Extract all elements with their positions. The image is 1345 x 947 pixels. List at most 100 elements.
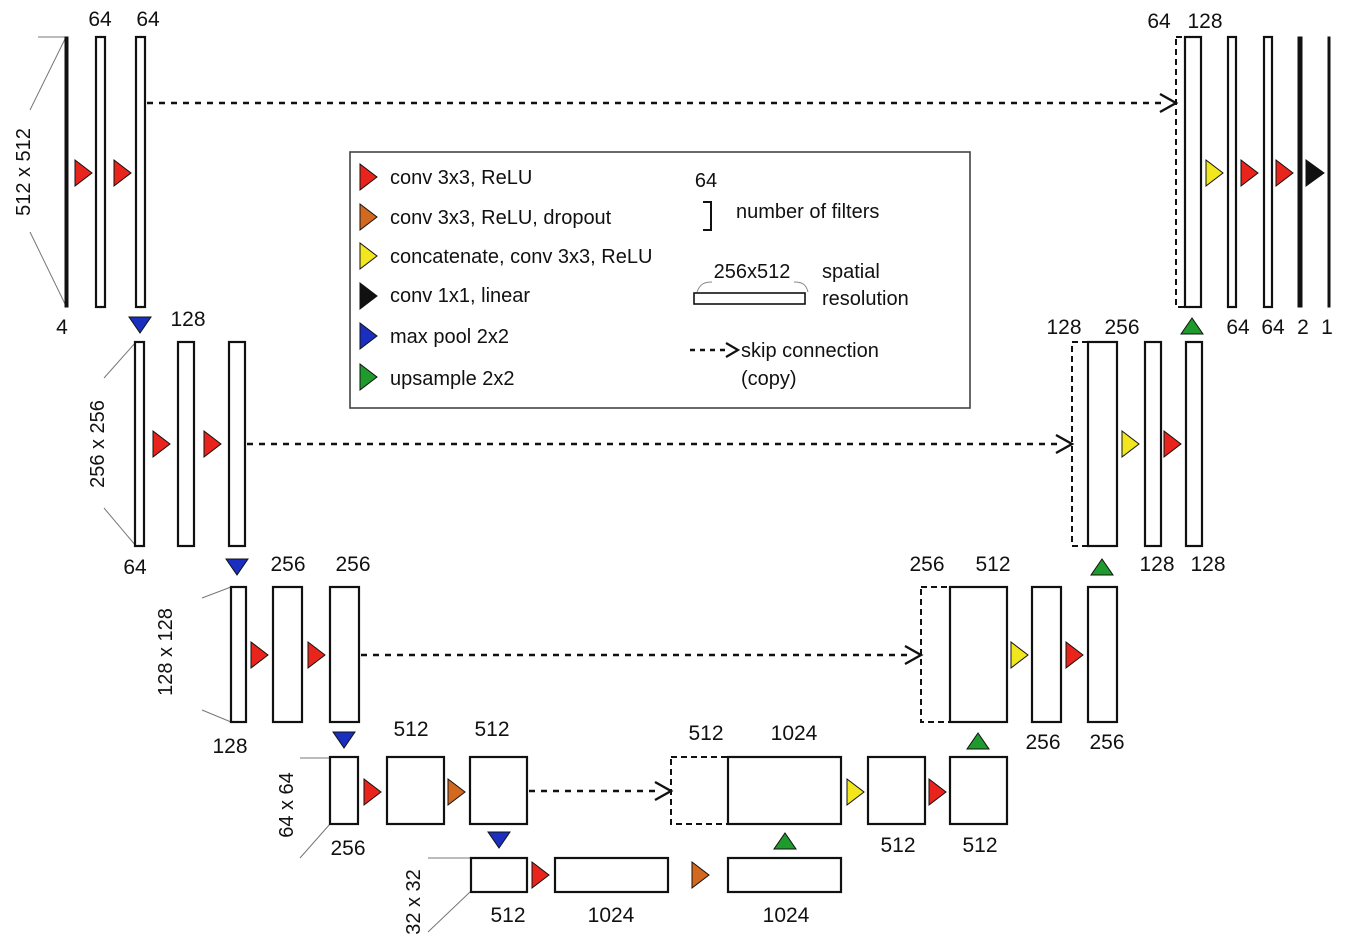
conv-relu-arrow-icon: [1065, 640, 1084, 670]
enc4-conv-b-block: [468, 755, 529, 826]
legend-resolution-label-2: resolution: [822, 288, 909, 310]
bottleneck-a-filters: 1024: [588, 904, 635, 927]
enc2-input-filters: 64: [123, 556, 147, 579]
resolution-ruler-upper: [29, 36, 67, 111]
skip-arrowhead-l4: [654, 780, 674, 802]
legend-max-pool-label: max pool 2x2: [390, 326, 509, 348]
out-a-filters: 2: [1297, 316, 1309, 339]
legend-resolution-example: 256x512: [714, 261, 791, 283]
dec1-conv-b-block: [1262, 35, 1274, 309]
conv-relu-arrow-icon: [152, 429, 171, 459]
legend-filters-bracket: [703, 201, 712, 231]
legend-conv-relu-icon: [359, 162, 378, 192]
legend-concat-conv-relu-label: concatenate, conv 3x3, ReLU: [390, 246, 652, 268]
resolution-label-l5: 32 x 32: [403, 869, 425, 935]
enc1-b-filters: 64: [136, 8, 160, 31]
max-pool-arrow-icon: [487, 831, 511, 849]
enc4-conv-a-block: [385, 755, 446, 826]
dec4-a-filters: 512: [880, 834, 915, 857]
bottleneck-conv-b-block: [726, 856, 843, 894]
legend-concat-conv-relu-icon: [359, 241, 378, 271]
resolution-ruler-upper: [103, 341, 137, 379]
bottleneck-conv-a-block: [553, 856, 670, 894]
operation-markers: [74, 158, 1325, 890]
enc2-a-filters: 128: [170, 308, 205, 331]
level-4-encoder: 64 x 64 256 512 512: [276, 718, 529, 860]
enc1-a-filters: 64: [88, 8, 112, 31]
dec2-up-filters: 256: [1104, 316, 1139, 339]
dec2-conv-b-block: [1184, 340, 1204, 548]
dec4-b-filters: 512: [962, 834, 997, 857]
input-block: [64, 36, 69, 308]
resolution-label-l2: 256 x 256: [87, 400, 109, 488]
upsample-arrow-icon: [1090, 558, 1114, 576]
concat-conv-relu-arrow-icon: [1121, 429, 1140, 459]
legend-skip-label-1: skip connection: [741, 340, 879, 362]
level-3-encoder: 128 x 128 128 256 256: [155, 553, 371, 758]
legend-frame: [349, 151, 971, 409]
resolution-ruler-upper: [201, 586, 232, 599]
dec4-up-filters: 1024: [771, 722, 818, 745]
conv-relu-arrow-icon: [113, 158, 132, 188]
out-b-block: [1327, 36, 1331, 308]
skip-arrowhead-l3: [904, 644, 924, 666]
conv-relu-arrow-icon: [1163, 429, 1182, 459]
legend-conv-1x1-icon: [359, 281, 378, 311]
enc4-input-filters: 256: [330, 837, 365, 860]
enc4-input-block: [328, 755, 360, 826]
enc3-input-filters: 128: [212, 735, 247, 758]
enc1-conv-a-block: [94, 35, 107, 309]
dec2-upsampled-block: [1086, 340, 1119, 548]
dec4-conv-b-block: [948, 755, 1009, 826]
conv-1x1-linear-arrow-icon: [1305, 159, 1325, 187]
dec3-a-filters: 256: [1025, 731, 1060, 754]
legend-filters-number: 64: [695, 170, 717, 192]
dec1-upsampled-block: [1183, 35, 1203, 309]
dec1-conv-a-block: [1226, 35, 1238, 309]
resolution-label-l1: 512 x 512: [13, 128, 35, 216]
upsample-arrow-icon: [1180, 317, 1204, 335]
conv-relu-arrow-icon: [203, 429, 222, 459]
dec2-skip-filters: 128: [1046, 316, 1081, 339]
legend-upsample-icon: [359, 362, 378, 392]
bottleneck-b-filters: 1024: [763, 904, 810, 927]
resolution-ruler-lower: [299, 823, 331, 859]
conv-relu-arrow-icon: [928, 777, 947, 807]
enc3-conv-a-block: [271, 585, 304, 724]
dec3-up-filters: 512: [975, 553, 1010, 576]
dec2-b-filters: 128: [1190, 553, 1225, 576]
level-3-decoder: 256 512 256 256: [909, 553, 1124, 754]
dec1-a-filters: 64: [1226, 316, 1250, 339]
conv-relu-arrow-icon: [74, 158, 93, 188]
dec3-conv-a-block: [1030, 585, 1063, 724]
dec4-skip-filters: 512: [688, 722, 723, 745]
legend-skip-arrowhead: [725, 342, 741, 358]
dec3-b-filters: 256: [1089, 731, 1124, 754]
level-2-decoder: 128 256 128 128: [1046, 316, 1225, 576]
level-5-bottleneck: 32 x 32 512 1024 1024: [403, 856, 843, 935]
legend-box: conv 3x3, ReLU conv 3x3, ReLU, dropout c…: [349, 151, 971, 409]
dec3-skip-copy-block: [920, 586, 951, 723]
concat-conv-relu-arrow-icon: [846, 777, 865, 807]
out-b-filters: 1: [1321, 316, 1333, 339]
enc3-b-filters: 256: [335, 553, 370, 576]
level-1-encoder: 512 x 512 4 64 64: [13, 8, 160, 339]
legend-resolution-ruler-right: [793, 281, 809, 293]
legend-resolution-ruler-left: [696, 281, 713, 293]
conv-relu-arrow-icon: [1240, 158, 1259, 188]
dec4-skip-copy-block: [670, 756, 729, 825]
enc2-conv-b-block: [227, 340, 247, 548]
legend-resolution-label-1: spatial: [822, 261, 880, 283]
max-pool-arrow-icon: [128, 316, 152, 334]
enc3-a-filters: 256: [270, 553, 305, 576]
max-pool-arrow-icon: [225, 558, 249, 576]
out-a-block: [1297, 36, 1303, 308]
conv-relu-arrow-icon: [531, 860, 550, 890]
dec3-conv-b-block: [1086, 585, 1119, 724]
upsample-arrow-icon: [773, 832, 797, 850]
enc4-b-filters: 512: [474, 718, 509, 741]
legend-conv-1x1-label: conv 1x1, linear: [390, 285, 530, 307]
max-pool-arrow-icon: [332, 731, 356, 749]
dec1-skip-filters: 64: [1147, 10, 1171, 33]
